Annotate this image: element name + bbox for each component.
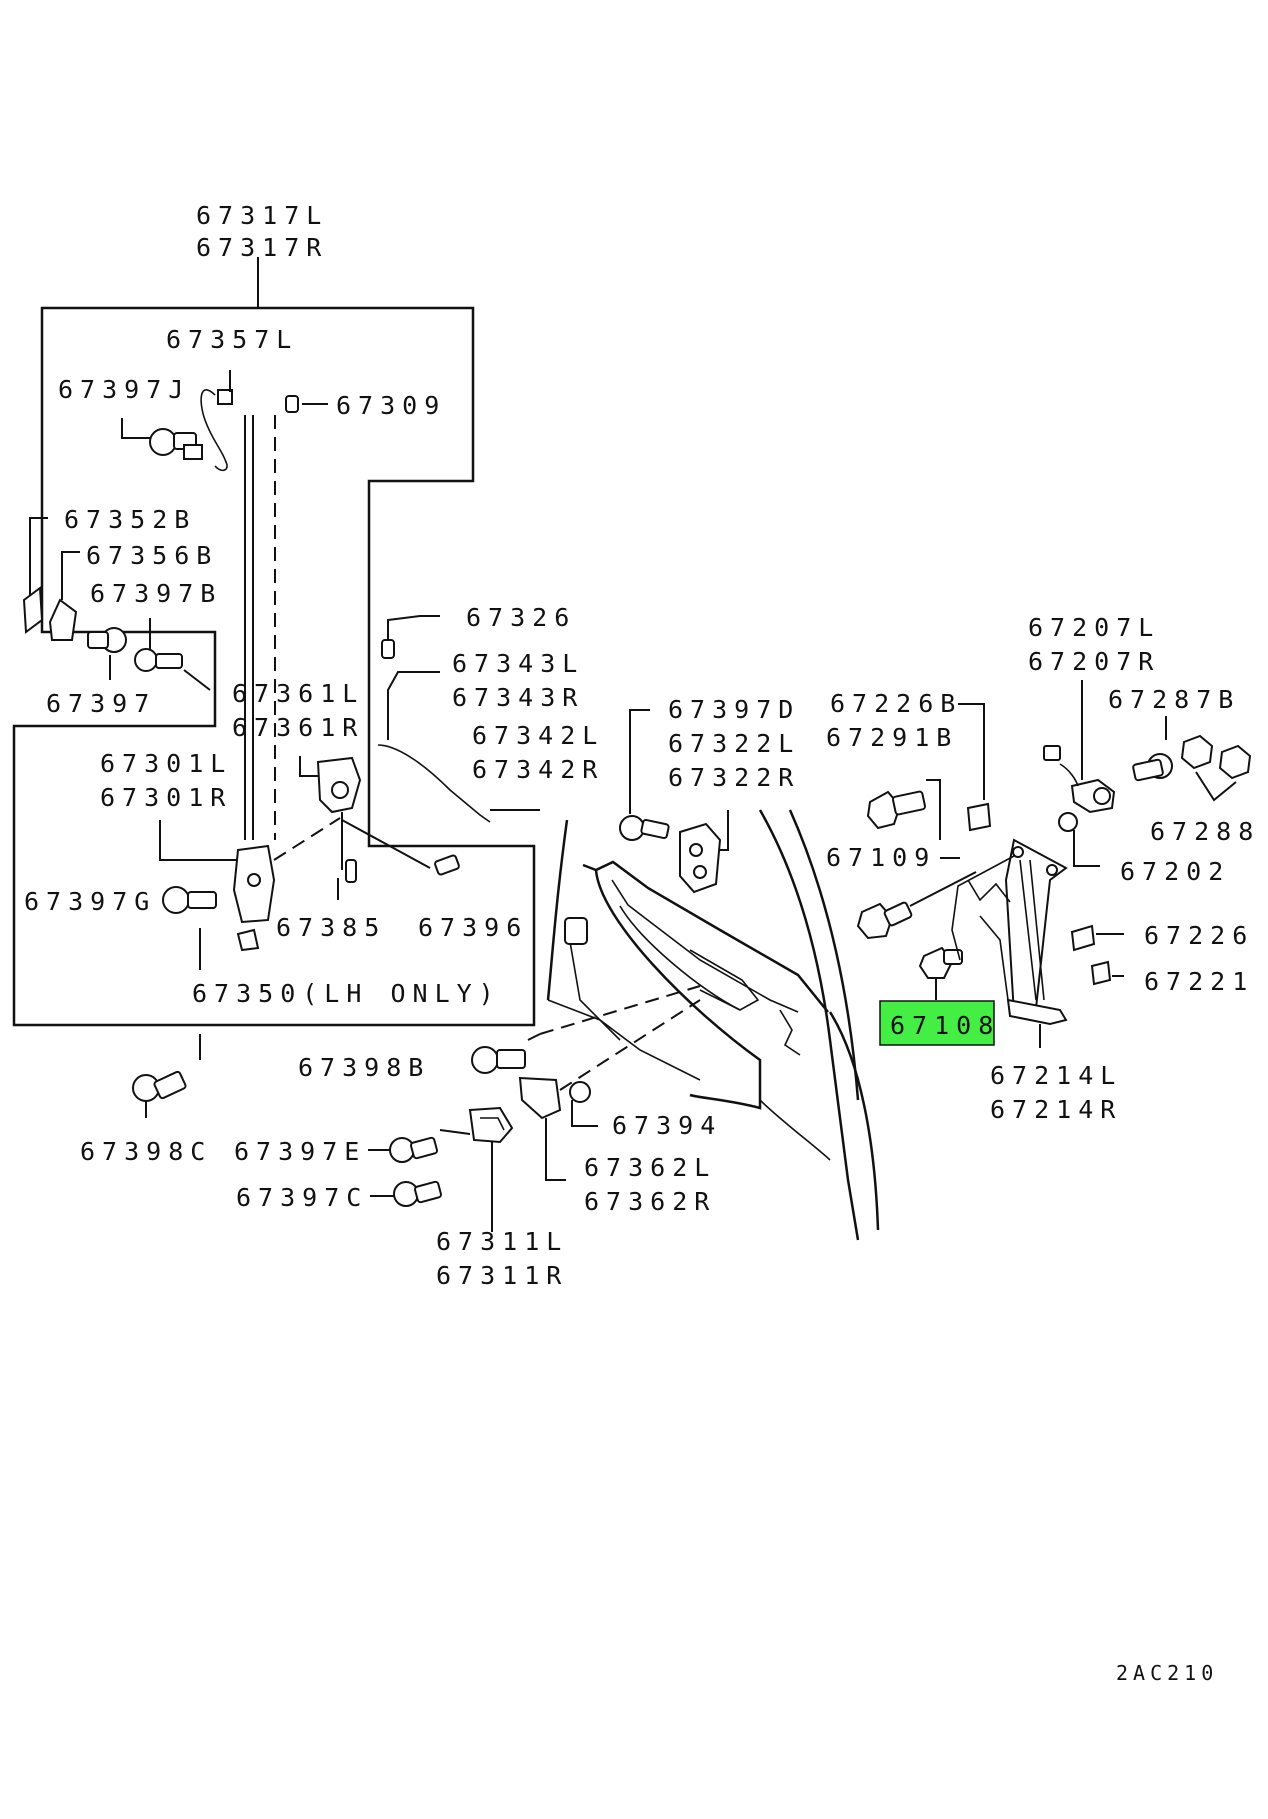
label-67207R[interactable]: 67207R — [1028, 647, 1160, 676]
label-67322R[interactable]: 67322R — [668, 763, 800, 792]
label-67356B[interactable]: 67356B — [86, 541, 218, 570]
label-67396[interactable]: 67396 — [418, 913, 528, 942]
screw-67397G — [162, 886, 217, 914]
nut-67288 — [1165, 716, 1252, 802]
label-67357L[interactable]: 67357L — [166, 325, 298, 354]
label-67109[interactable]: 67109 — [826, 843, 936, 872]
label-67394[interactable]: 67394 — [612, 1111, 722, 1140]
bracket-67350 — [199, 928, 260, 970]
label-67342R[interactable]: 67342R — [472, 755, 604, 784]
label-67214R[interactable]: 67214R — [990, 1095, 1122, 1124]
label-67398C[interactable]: 67398C — [80, 1137, 212, 1166]
label-67214L[interactable]: 67214L — [990, 1061, 1122, 1090]
label-67226[interactable]: 67226 — [1144, 921, 1254, 950]
label-67309[interactable]: 67309 — [336, 391, 446, 420]
screw-67397C — [370, 1180, 442, 1207]
motor-67207 — [1043, 680, 1116, 814]
label-67398B[interactable]: 67398B — [298, 1053, 430, 1082]
label-67108[interactable]: 67108 — [890, 1011, 1000, 1040]
striker-67322 — [679, 810, 729, 894]
bolt-67398B — [471, 985, 701, 1074]
label-67397D[interactable]: 67397D — [668, 695, 800, 724]
lever-67361 — [299, 756, 362, 870]
label-67221[interactable]: 67221 — [1144, 967, 1254, 996]
diagram-ref-code: 2AC210 — [1116, 1661, 1218, 1685]
label-67301L[interactable]: 67301L — [100, 749, 232, 778]
label-67317R[interactable]: 67317R — [196, 233, 328, 262]
escutcheon-67311 — [468, 1106, 514, 1232]
label-67317L[interactable]: 67317L — [196, 201, 328, 230]
clip-67226 — [1070, 924, 1124, 952]
label-67397E[interactable]: 67397E — [234, 1137, 366, 1166]
label-67288[interactable]: 67288 — [1150, 817, 1260, 846]
label-67343L[interactable]: 67343L — [452, 649, 584, 678]
rod-67357L — [200, 370, 233, 472]
clip-67226B — [958, 703, 992, 832]
pin-67385 — [337, 859, 357, 900]
label-67350[interactable]: 67350(LH ONLY) — [192, 979, 501, 1008]
clip-67221 — [1090, 960, 1124, 986]
clip-67309 — [285, 395, 328, 413]
label-67397G[interactable]: 67397G — [24, 887, 156, 916]
handle-67362 — [518, 999, 701, 1181]
label-67311R[interactable]: 67311R — [436, 1261, 568, 1290]
label-67362L[interactable]: 67362L — [584, 1153, 716, 1182]
screw-67397E — [368, 1129, 471, 1163]
label-67362R[interactable]: 67362R — [584, 1187, 716, 1216]
screw-67397B — [134, 618, 211, 691]
label-67397B[interactable]: 67397B — [90, 579, 222, 608]
label-67397J[interactable]: 67397J — [58, 375, 190, 404]
label-67342L[interactable]: 67342L — [472, 721, 604, 750]
screw-67397J — [121, 418, 203, 460]
bolt-67108 — [918, 946, 963, 1000]
label-67385[interactable]: 67385 — [276, 913, 386, 942]
bracket-67356B — [48, 551, 80, 641]
label-67361R[interactable]: 67361R — [232, 713, 364, 742]
label-67361L[interactable]: 67361L — [232, 679, 364, 708]
label-67397C[interactable]: 67397C — [236, 1183, 368, 1212]
label-67226B[interactable]: 67226B — [830, 689, 962, 718]
label-67287B[interactable]: 67287B — [1108, 685, 1240, 714]
pin-67396 — [341, 819, 460, 876]
label-67311L[interactable]: 67311L — [436, 1227, 568, 1256]
washer-67202 — [1058, 812, 1100, 867]
clip-67326 — [381, 615, 440, 659]
label-67322L[interactable]: 67322L — [668, 729, 800, 758]
label-67291B[interactable]: 67291B — [826, 723, 958, 752]
label-67352B[interactable]: 67352B — [64, 505, 196, 534]
door-panel — [546, 809, 880, 1241]
highlight-box-67108 — [879, 1000, 995, 1046]
group-outline — [12, 306, 536, 1027]
label-67343R[interactable]: 67343R — [452, 683, 584, 712]
lock-67301 — [159, 817, 341, 924]
cap-67394 — [569, 1081, 598, 1127]
regulator-67214 — [951, 838, 1068, 1048]
rod-67343 — [377, 671, 491, 823]
screw-67397 — [87, 627, 127, 680]
label-67207L[interactable]: 67207L — [1028, 613, 1160, 642]
screw-67397D — [619, 709, 670, 841]
label-67397[interactable]: 67397 — [46, 689, 156, 718]
label-67301R[interactable]: 67301R — [100, 783, 232, 812]
bolt-67109 — [856, 857, 977, 940]
plate-67352B — [22, 517, 48, 634]
label-67202[interactable]: 67202 — [1120, 857, 1230, 886]
bolt-67291B — [866, 779, 941, 840]
label-67326[interactable]: 67326 — [466, 603, 576, 632]
bolt-67287B — [1132, 753, 1173, 782]
bolt-67398C — [132, 1034, 201, 1118]
